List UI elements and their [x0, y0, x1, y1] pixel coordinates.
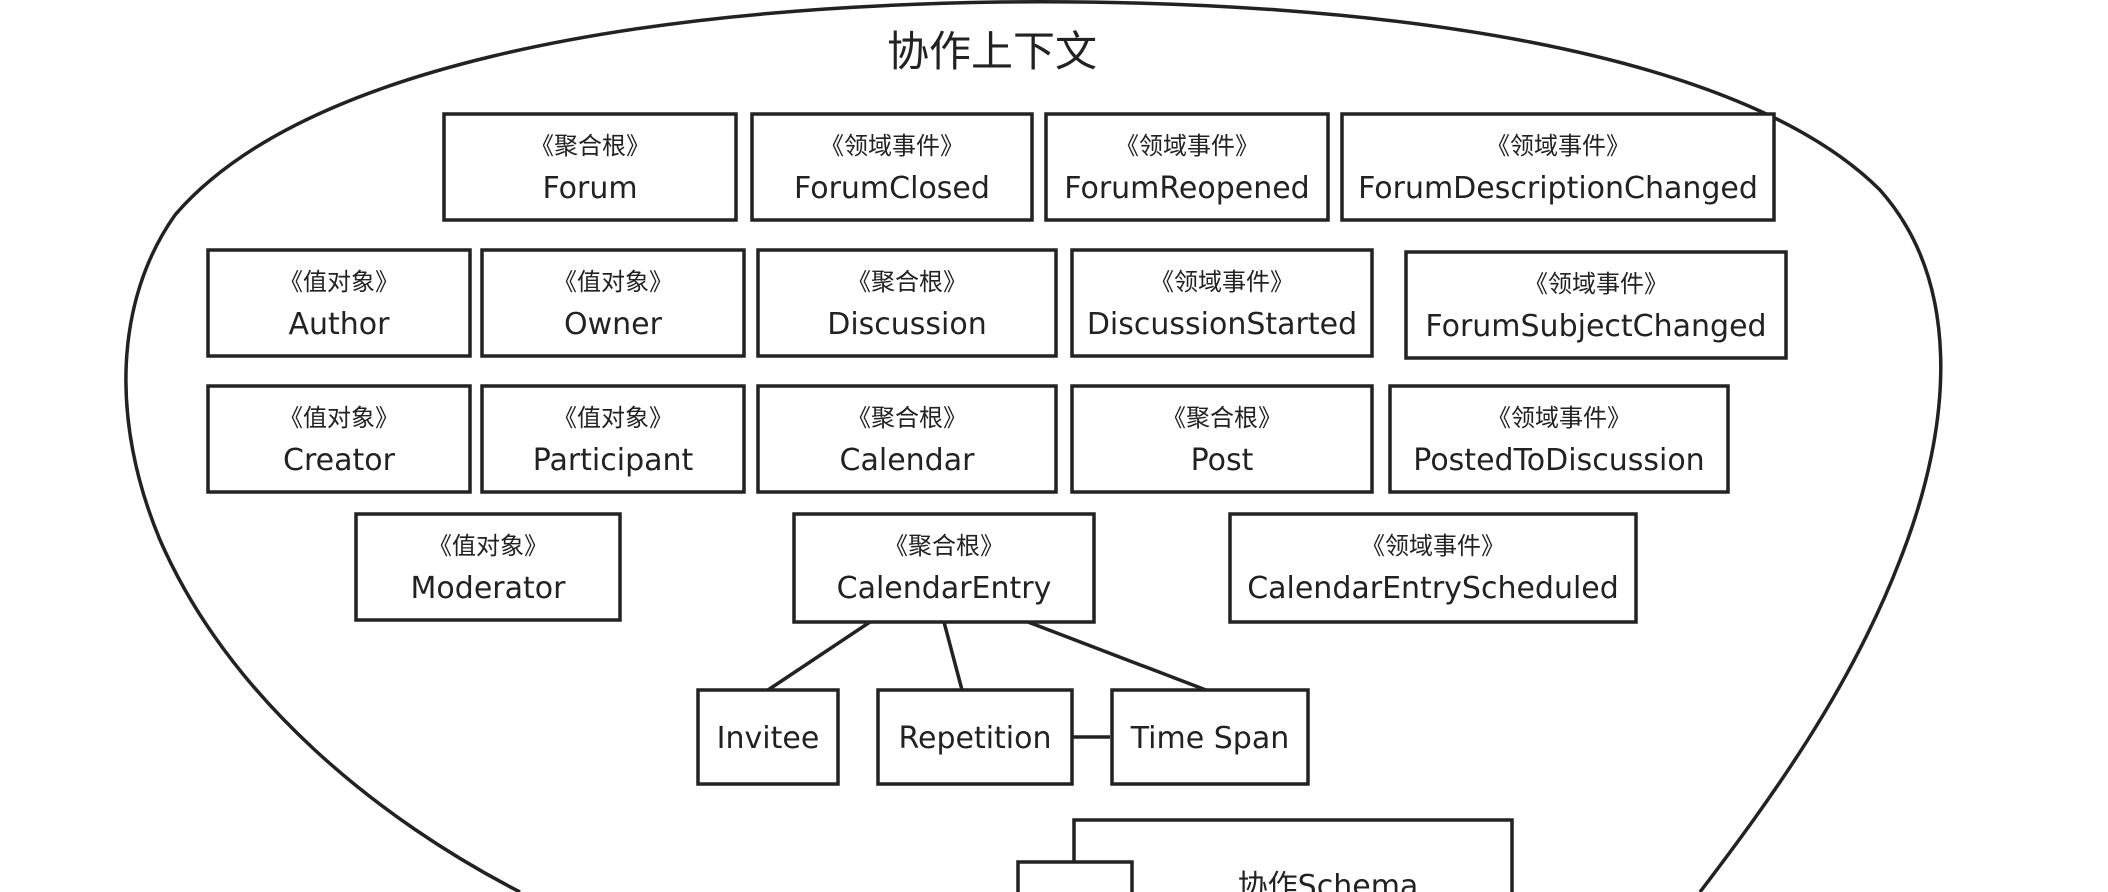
box-name: Repetition: [898, 721, 1051, 756]
context-title: 协作上下文: [887, 27, 1097, 76]
box-rect: [442, 112, 738, 222]
model-boxes: 《聚合根》 Forum 《领域事件》 ForumClosed 《领域事件》 ForumRe…: [206, 112, 1788, 786]
box-name: Moderator: [411, 571, 567, 606]
box-repetition: Repetition: [876, 688, 1074, 786]
box-stereotype: 《聚合根》: [530, 132, 650, 160]
box-stereotype: 《值对象》: [553, 268, 673, 296]
box-rect: [1404, 250, 1788, 360]
box-name: ForumSubjectChanged: [1425, 309, 1766, 344]
box-discussion: 《聚合根》 Discussion: [756, 248, 1058, 358]
box-owner: 《值对象》 Owner: [480, 248, 746, 358]
box-forum-subject-changed: 《领域事件》 ForumSubjectChanged: [1404, 250, 1788, 360]
box-creator: 《值对象》 Creator: [206, 384, 472, 494]
box-rect: [1110, 688, 1310, 786]
connector-calendarentry-repetition: [942, 621, 964, 691]
box-stereotype: 《领域事件》: [1361, 532, 1505, 560]
box-stereotype: 《领域事件》: [1487, 404, 1631, 432]
schema-package: 协作Schema: [1016, 818, 1514, 892]
box-rect: [1340, 112, 1776, 222]
box-stereotype: 《领域事件》: [1486, 132, 1630, 160]
box-rect: [480, 384, 746, 494]
box-name: Invitee: [717, 721, 820, 756]
box-forum-description-changed: 《领域事件》 ForumDescriptionChanged: [1340, 112, 1776, 222]
box-rect: [206, 248, 472, 358]
box-name: Owner: [564, 307, 663, 342]
box-time-span: Time Span: [1110, 688, 1310, 786]
box-rect: [1070, 384, 1374, 494]
box-name: DiscussionStarted: [1087, 307, 1357, 342]
box-forum: 《聚合根》 Forum: [442, 112, 738, 222]
box-posted-to-discussion: 《领域事件》 PostedToDiscussion: [1388, 384, 1730, 494]
box-participant: 《值对象》 Participant: [480, 384, 746, 494]
box-calendar: 《聚合根》 Calendar: [756, 384, 1058, 494]
box-rect: [206, 384, 472, 494]
connector-calendarentry-timespan: [1027, 620, 1207, 692]
box-name: Forum: [542, 171, 637, 206]
box-moderator: 《值对象》 Moderator: [354, 512, 622, 622]
box-name: Discussion: [827, 307, 987, 342]
box-discussion-started: 《领域事件》 DiscussionStarted: [1070, 248, 1374, 358]
box-stereotype: 《领域事件》: [1150, 268, 1294, 296]
box-rect: [1070, 248, 1374, 358]
box-stereotype: 《值对象》: [279, 268, 399, 296]
box-rect: [792, 512, 1096, 624]
box-rect: [756, 384, 1058, 494]
box-author: 《值对象》 Author: [206, 248, 472, 358]
schema-label: 协作Schema: [1238, 869, 1419, 892]
box-rect: [1228, 512, 1638, 624]
box-stereotype: 《聚合根》: [847, 268, 967, 296]
box-stereotype: 《领域事件》: [1524, 270, 1668, 298]
box-stereotype: 《聚合根》: [1162, 404, 1282, 432]
box-calendar-entry-scheduled: 《领域事件》 CalendarEntryScheduled: [1228, 512, 1638, 624]
box-stereotype: 《聚合根》: [884, 532, 1004, 560]
box-stereotype: 《聚合根》: [847, 404, 967, 432]
box-rect: [696, 688, 840, 786]
box-name: Post: [1191, 443, 1254, 478]
box-invitee: Invitee: [696, 688, 840, 786]
box-rect: [750, 112, 1034, 222]
box-name: Creator: [283, 443, 396, 478]
connectors: [767, 620, 1207, 739]
box-rect: [1388, 384, 1730, 494]
box-rect: [480, 248, 746, 358]
box-name: Participant: [533, 443, 694, 478]
box-forum-reopened: 《领域事件》 ForumReopened: [1044, 112, 1330, 222]
box-rect: [756, 248, 1058, 358]
box-stereotype: 《值对象》: [428, 532, 548, 560]
box-stereotype: 《领域事件》: [1115, 132, 1259, 160]
box-name: PostedToDiscussion: [1413, 443, 1704, 478]
box-name: ForumDescriptionChanged: [1358, 171, 1758, 206]
box-name: ForumReopened: [1064, 171, 1309, 206]
box-name: Time Span: [1130, 721, 1289, 756]
box-rect: [1044, 112, 1330, 222]
box-calendar-entry: 《聚合根》 CalendarEntry: [792, 512, 1096, 624]
box-name: Author: [288, 307, 390, 342]
bounded-context-boundary: [124, 0, 1943, 892]
box-name: CalendarEntryScheduled: [1247, 571, 1619, 606]
box-stereotype: 《值对象》: [279, 404, 399, 432]
box-name: Calendar: [840, 443, 976, 478]
box-forum-closed: 《领域事件》 ForumClosed: [750, 112, 1034, 222]
box-rect: [876, 688, 1074, 786]
box-stereotype: 《领域事件》: [820, 132, 964, 160]
connector-calendarentry-invitee: [767, 620, 871, 692]
box-name: ForumClosed: [794, 171, 990, 206]
schema-package-tab: [1016, 860, 1134, 892]
box-stereotype: 《值对象》: [553, 404, 673, 432]
box-name: CalendarEntry: [837, 571, 1052, 606]
box-post: 《聚合根》 Post: [1070, 384, 1374, 494]
box-rect: [354, 512, 622, 622]
